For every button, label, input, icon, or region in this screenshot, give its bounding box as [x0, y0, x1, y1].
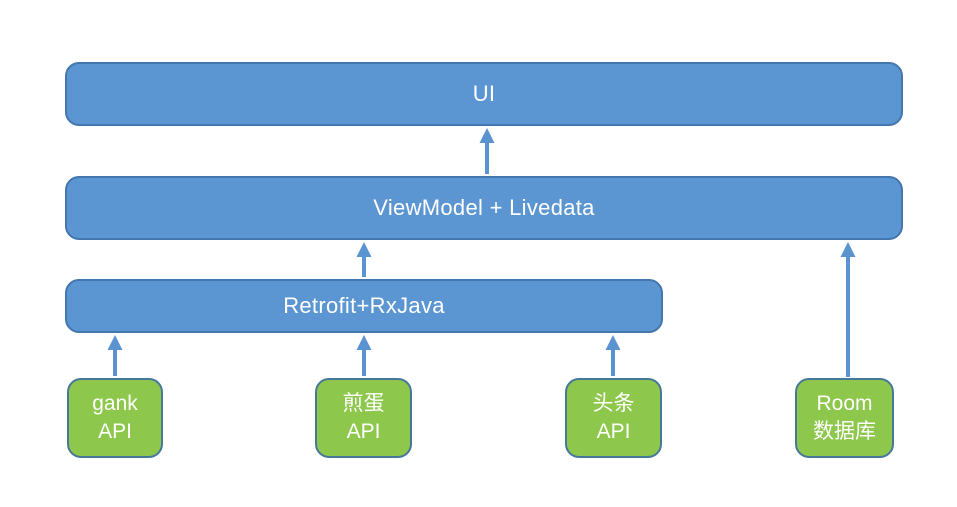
arrow-room-to-viewmodel	[840, 242, 856, 377]
source-label-jiandan-line1: 煎蛋	[342, 392, 385, 415]
layer-box-viewmodel: ViewModel + Livedata	[65, 176, 903, 240]
source-label-jiandan-line2: API	[346, 420, 381, 443]
layer-label-retrofit: Retrofit+RxJava	[283, 293, 445, 318]
source-box-gank: gank API	[67, 378, 163, 458]
source-label-room-line2: 数据库	[813, 420, 876, 443]
layer-box-ui: UI	[65, 62, 903, 126]
source-label-toutiao-line1: 头条	[592, 392, 635, 415]
arrow-jiandan-to-retrofit	[356, 335, 372, 376]
layer-box-retrofit: Retrofit+RxJava	[65, 279, 663, 333]
arrow-gank-to-retrofit	[107, 335, 123, 376]
layer-label-ui: UI	[472, 81, 496, 106]
source-box-room: Room 数据库	[795, 378, 894, 458]
source-label-toutiao-line2: API	[596, 420, 631, 443]
arrow-toutiao-to-retrofit	[605, 335, 621, 376]
source-label-gank-line2: API	[98, 420, 132, 443]
source-label-gank-line1: gank	[92, 392, 138, 415]
arrow-viewmodel-to-ui	[479, 128, 495, 174]
source-label-room-line1: Room	[816, 392, 873, 415]
arrow-retrofit-to-viewmodel	[356, 242, 372, 277]
source-box-jiandan: 煎蛋 API	[315, 378, 412, 458]
source-box-toutiao: 头条 API	[565, 378, 662, 458]
layer-label-viewmodel: ViewModel + Livedata	[373, 195, 595, 220]
